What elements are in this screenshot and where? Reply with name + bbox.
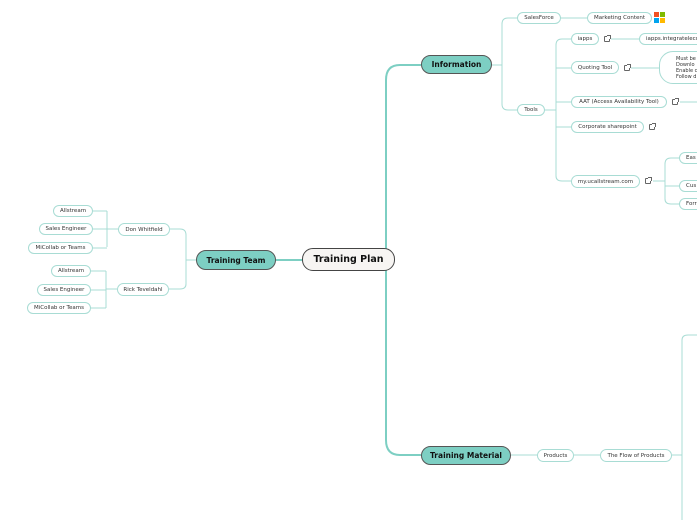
node-training-team[interactable]: Training Team (196, 250, 276, 270)
node-don-whitfield[interactable]: Don Whitfield (118, 223, 170, 236)
node-role[interactable]: Sales Engineer (39, 223, 93, 235)
node-tools[interactable]: Tools (517, 104, 545, 116)
node-role[interactable]: MiCollab or Teams (27, 302, 91, 314)
external-link-icon[interactable] (645, 177, 652, 184)
node-ucallstream-child[interactable]: Cus (679, 180, 697, 192)
microsoft-logo-icon (654, 12, 665, 23)
node-flow-of-products[interactable]: The Flow of Products (600, 449, 672, 462)
node-role[interactable]: Allstream (51, 265, 91, 277)
node-role[interactable]: Allstream (53, 205, 93, 217)
external-link-icon[interactable] (672, 98, 679, 105)
node-quoting-note: Must be Downlo Enable c Follow d (659, 51, 697, 84)
node-iapps-link[interactable]: iapps.integrateleco (639, 33, 697, 45)
root-node[interactable]: Training Plan (302, 248, 395, 271)
node-salesforce[interactable]: SalesForce (517, 12, 561, 24)
node-role[interactable]: MiCollab or Teams (28, 242, 93, 254)
node-rick-teveldahl[interactable]: Rick Teveldahl (117, 283, 169, 296)
external-link-icon[interactable] (649, 123, 656, 130)
node-ucallstream-child[interactable]: Eas (679, 152, 697, 164)
external-link-icon[interactable] (624, 64, 631, 71)
node-information[interactable]: Information (421, 55, 492, 74)
node-marketing-content[interactable]: Marketing Content (587, 12, 652, 24)
node-role[interactable]: Sales Engineer (37, 284, 91, 296)
node-products[interactable]: Products (537, 449, 574, 462)
node-corporate-sharepoint[interactable]: Corporate sharepoint (571, 121, 644, 133)
node-aat[interactable]: AAT (Access Availability Tool) (571, 96, 667, 108)
node-quoting-tool[interactable]: Quoting Tool (571, 61, 619, 74)
node-iapps[interactable]: iapps (571, 33, 599, 45)
external-link-icon[interactable] (604, 35, 611, 42)
node-ucallstream-child[interactable]: Forr (679, 198, 697, 210)
node-my-ucallstream[interactable]: my.ucallstream.com (571, 175, 640, 188)
node-training-material[interactable]: Training Material (421, 446, 511, 465)
